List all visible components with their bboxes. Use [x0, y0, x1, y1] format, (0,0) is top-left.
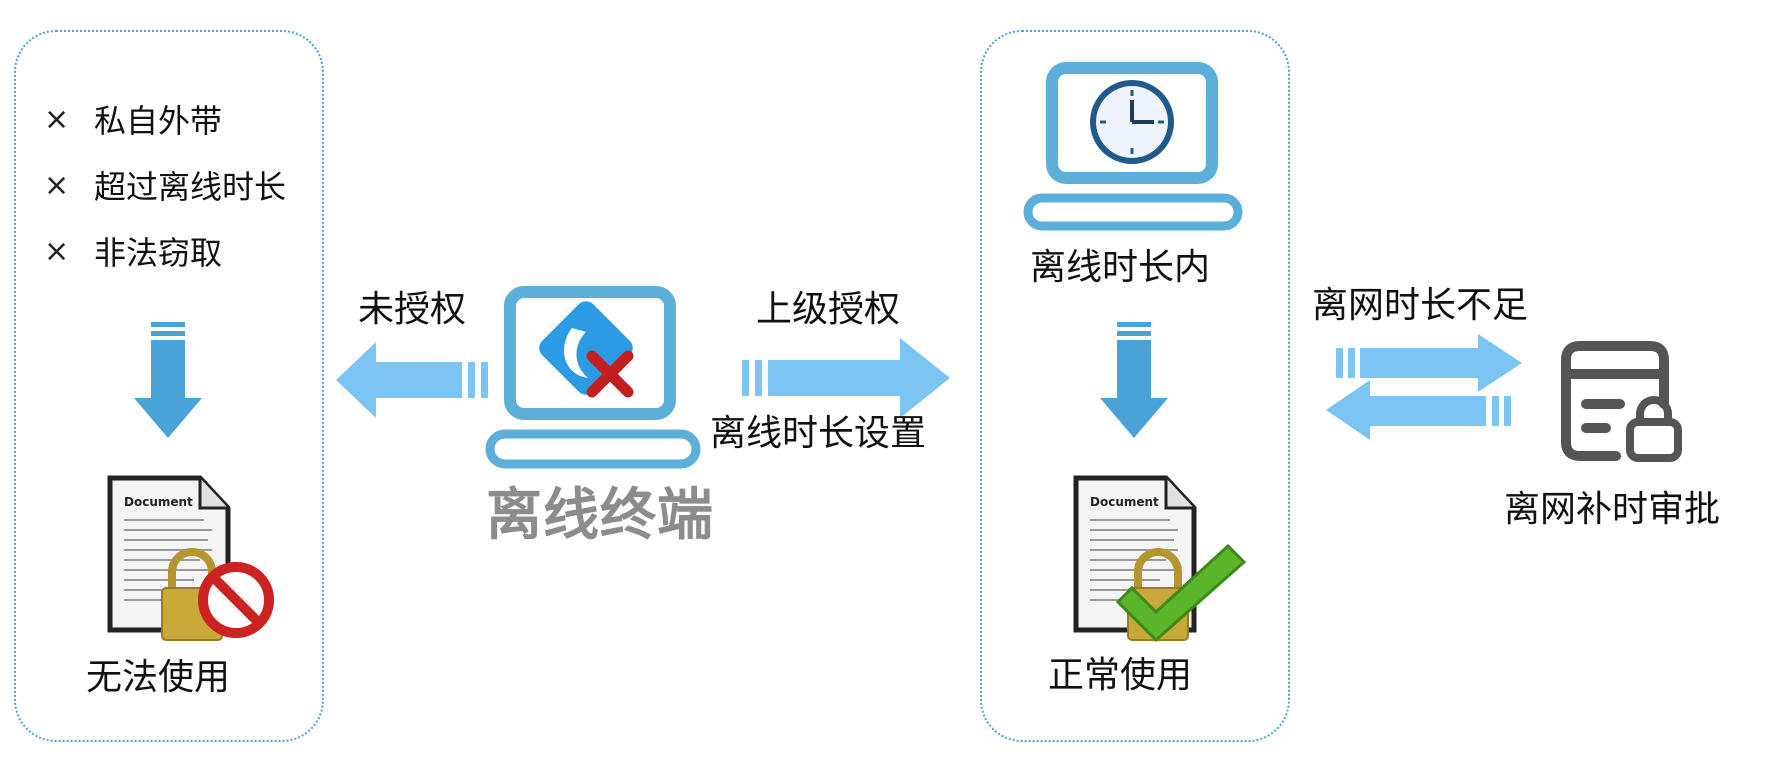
approval-lock-icon — [1561, 341, 1682, 462]
restriction-item: × 非法窃取 — [44, 228, 222, 274]
down-arrow-icon — [134, 322, 202, 438]
insufficient-duration-label: 离网时长不足 — [1312, 285, 1529, 326]
restriction-label: 私自外带 — [94, 102, 223, 140]
cross-icon: × — [44, 167, 70, 203]
middle-panel — [980, 30, 1290, 742]
offline-terminal-laptop-icon — [485, 286, 701, 469]
clock-laptop-icon — [1023, 62, 1243, 231]
cannot-use-label: 无法使用 — [86, 657, 231, 698]
left-arrow-icon — [1326, 380, 1511, 440]
cross-icon: × — [44, 233, 70, 269]
restriction-item: × 超过离线时长 — [44, 162, 286, 208]
offline-terminal-label: 离线终端 — [486, 483, 714, 548]
document-title: Document — [1090, 495, 1159, 509]
within-offline-duration-label: 离线时长内 — [1030, 247, 1211, 288]
restriction-label: 超过离线时长 — [94, 168, 287, 206]
left-panel — [14, 30, 324, 742]
document-denied-icon: Document — [107, 475, 274, 641]
unauthorized-label: 未授权 — [358, 289, 467, 330]
restriction-item: × 私自外带 — [44, 96, 222, 142]
document-approved-icon: Document — [1073, 475, 1247, 643]
document-title: Document — [124, 495, 193, 509]
offline-duration-setting-label: 离线时长设置 — [710, 413, 927, 454]
normal-use-label: 正常使用 — [1048, 655, 1193, 696]
approval-label: 离网补时审批 — [1504, 489, 1721, 530]
down-arrow-icon — [1100, 322, 1168, 438]
cross-icon: × — [44, 101, 70, 137]
right-arrow-icon — [742, 338, 950, 418]
restriction-label: 非法窃取 — [94, 234, 223, 272]
right-arrow-icon — [1336, 334, 1522, 392]
superior-authorization-label: 上级授权 — [756, 289, 901, 330]
left-arrow-icon — [336, 342, 488, 418]
